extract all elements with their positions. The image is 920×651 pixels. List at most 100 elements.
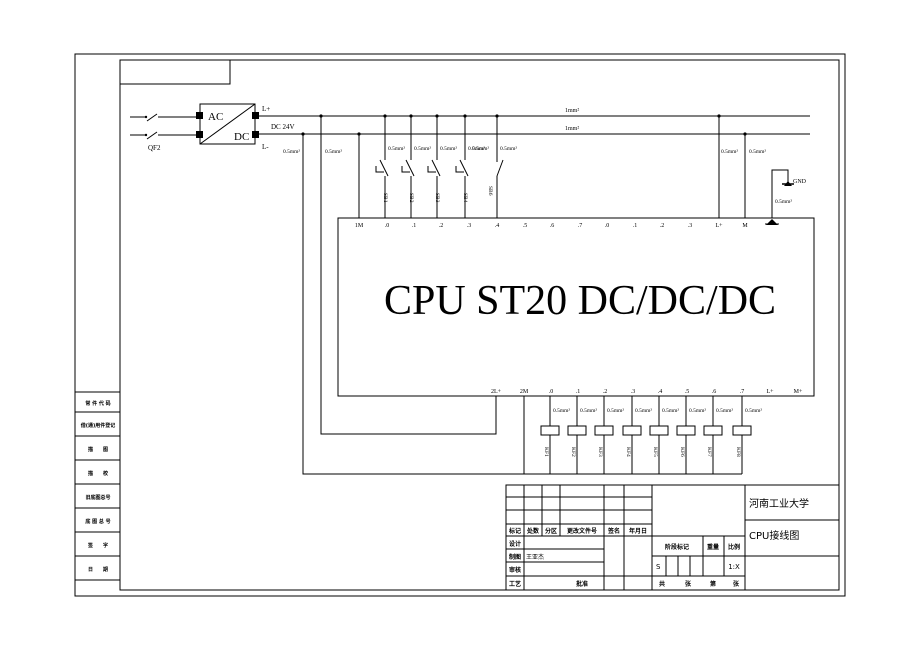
title-block: 标记 处数 分区 更改文件号 签名 年月日 设计 制图 审核 工艺 王亚杰 批准… (505, 484, 840, 591)
gnd-wire-label: 0.5mm² (775, 199, 792, 205)
relay-coil (732, 425, 752, 436)
approve-label: 批准 (576, 580, 588, 588)
relay-coil (622, 425, 642, 436)
top-terminal: .3 (688, 223, 693, 229)
psu-lminus: L- (262, 143, 269, 151)
drawing-name: CPU接线图 (749, 529, 799, 542)
title-header: 分区 (545, 527, 557, 535)
output-wire-label: 0.5mm² (745, 408, 762, 414)
page-label: 第 (709, 580, 716, 588)
weight-label: 重量 (707, 543, 719, 551)
input-wire-label: 0.5mm² (468, 146, 485, 152)
relay-coil (649, 425, 669, 436)
title-header: 标记 (508, 527, 521, 535)
return-loops: 0.5mm² 0.5mm² (283, 114, 525, 475)
bottom-bus-label: 1mm² (565, 126, 579, 132)
top-terminal: .2 (660, 223, 665, 229)
output-relay-label: KF8 (735, 447, 741, 457)
output-wire-label: 0.5mm² (607, 408, 624, 414)
gnd-label: GND (793, 179, 807, 185)
top-terminal: .0 (605, 223, 610, 229)
power-supply: QF2 AC DC L+ L- DC 24V (130, 103, 295, 152)
relay-coil (676, 425, 696, 436)
output-relay-label: KF1 (543, 447, 549, 457)
inner-frame (119, 59, 840, 591)
bottom-terminal: .4 (658, 389, 663, 395)
cpu-ground-icon (765, 219, 779, 225)
top-terminal: L+ (715, 223, 723, 229)
input-wire-label: 0.5mm² (472, 146, 489, 152)
output-wire-label: 0.5mm² (689, 408, 706, 414)
output-wire-label: 0.5mm² (662, 408, 679, 414)
title-left-row: 设计 (509, 540, 521, 548)
stage-label: 阶段标记 (665, 543, 689, 551)
sheets-label: 张 (685, 580, 692, 588)
input-wire-label: 0.5mm² (440, 146, 457, 152)
title-header: 年月日 (629, 527, 647, 535)
output-relay-label: KF5 (652, 447, 658, 457)
top-terminal: .3 (467, 223, 472, 229)
psu-dc-label: DC (234, 131, 249, 143)
output-coils: 0.5mm² KF1 0.5mm² KF2 0.5mm² KF3 0.5mm² … (524, 396, 762, 475)
input-switches: 0.5mm² SB1 0.5mm² SB2 0.5mm² SB3 0.5mm² … (375, 114, 517, 218)
top-terminal: .2 (439, 223, 444, 229)
bottom-terminal: M+ (794, 389, 803, 395)
input-wire-label: 0.5mm² (500, 146, 517, 152)
title-left-row: 工艺 (509, 580, 521, 588)
right-supply: 0.5mm² 0.5mm² GND 0.5mm² (717, 114, 807, 218)
input-switch-label: SB1 (382, 193, 388, 203)
right-wire-label: 0.5mm² (721, 149, 738, 155)
side-label: 描 图 (87, 446, 108, 453)
relay-coil (594, 425, 614, 436)
input-switch-label: SB2 (408, 193, 414, 203)
bottom-terminal: .0 (549, 389, 554, 395)
scale-label: 比例 (728, 543, 740, 551)
side-label: 描 校 (87, 470, 109, 477)
top-terminal: .1 (633, 223, 638, 229)
top-terminal: 1M (355, 223, 364, 229)
bottom-terminal: .1 (576, 389, 581, 395)
top-terminal: .5 (523, 223, 528, 229)
psu-dc24: DC 24V (271, 123, 295, 131)
psu-lplus: L+ (262, 105, 270, 113)
cpu-box (337, 217, 815, 397)
bottom-terminal: .6 (712, 389, 717, 395)
bottom-terminals: 2L+ 2M .0 .1 .2 .3 .4 .5 .6 .7 L+ M+ (491, 389, 803, 395)
relay-coil (567, 425, 587, 436)
bottom-terminal: .7 (740, 389, 745, 395)
output-wire-label: 0.5mm² (580, 408, 597, 414)
input-switch-label: SB6 (487, 186, 493, 196)
top-terminal: .7 (578, 223, 583, 229)
corner-box (119, 59, 231, 85)
input-switch-label: SB3 (434, 193, 440, 203)
side-table: 常 件 代 码 借(通)用件登记 描 图 描 校 旧底图总号 底 图 总 号 签… (75, 391, 120, 581)
bottom-terminal: 2M (520, 389, 529, 395)
psu-lminus-wire: 0.5mm² (283, 149, 300, 155)
bottom-terminal: 2L+ (491, 389, 502, 395)
side-label: 借(通)用件登记 (80, 422, 116, 429)
output-wire-label: 0.5mm² (635, 408, 652, 414)
output-relay-label: KF4 (625, 447, 631, 457)
side-label: 签 字 (87, 542, 108, 549)
top-terminal: .4 (495, 223, 500, 229)
side-label: 常 件 代 码 (85, 400, 110, 407)
output-relay-label: KF6 (679, 447, 685, 457)
ground-icon (782, 181, 794, 186)
top-terminal: .6 (550, 223, 555, 229)
bottom-terminal: .2 (603, 389, 608, 395)
relay-coil (540, 425, 560, 436)
top-terminal: .1 (412, 223, 417, 229)
breaker-label: QF2 (148, 144, 161, 152)
output-relay-label: KF2 (570, 447, 576, 457)
input-wire-label: 0.5mm² (388, 146, 405, 152)
top-terminals: 1M .0 .1 .2 .3 .4 .5 .6 .7 .0 .1 .2 .3 L… (355, 223, 749, 229)
top-bus-label: 1mm² (565, 108, 579, 114)
outer-frame (74, 53, 846, 597)
output-wire-label: 0.5mm² (716, 408, 733, 414)
bottom-terminal: .5 (685, 389, 690, 395)
buses: 1mm² 1mm² (259, 108, 810, 135)
top-terminal: M (742, 223, 748, 229)
title-header: 签名 (607, 527, 620, 535)
sheets2-label: 张 (733, 580, 740, 588)
